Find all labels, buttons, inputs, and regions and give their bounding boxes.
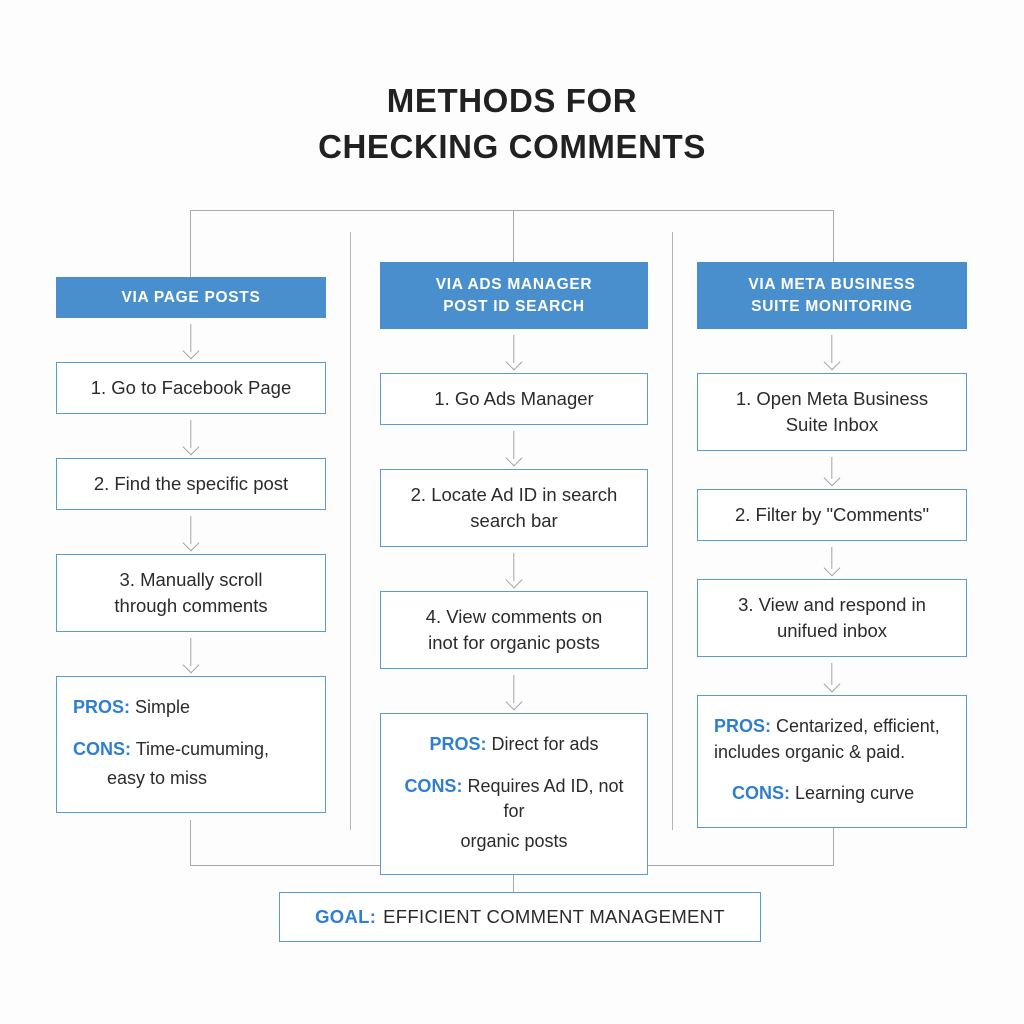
cons-text-line-2: easy to miss xyxy=(107,768,208,789)
step-text: 2. Find the specific post xyxy=(93,472,289,494)
arrow-down-icon xyxy=(380,425,648,469)
top-connector-horizontal xyxy=(190,210,834,211)
method-column-page-posts: VIA PAGE POSTS 1. Go to Facebook Page 2.… xyxy=(56,260,326,813)
cons-label: CONS: xyxy=(732,783,790,804)
cons-label: CONS: xyxy=(404,775,463,796)
bottom-riser-right xyxy=(833,820,834,865)
column-header-line-1: VIA ADS MANAGER xyxy=(435,275,593,293)
pros-cons-box[interactable]: PROS: Simple CONS: Time-cumuming, easy t… xyxy=(56,676,326,813)
step-text: 1. Go Ads Manager xyxy=(434,387,594,409)
cons-line: CONS: Learning curve xyxy=(714,781,950,807)
pros-text: Simple xyxy=(135,697,191,717)
step-text: 1. Open Meta Business xyxy=(735,387,929,409)
method-column-ads-manager: VIA ADS MANAGER POST ID SEARCH 1. Go Ads… xyxy=(380,262,648,876)
goal-box[interactable]: GOAL: EFFICIENT COMMENT MANAGEMENT xyxy=(279,892,761,942)
bottom-connector-drop-goal xyxy=(513,865,514,892)
step-box[interactable]: 2. Find the specific post xyxy=(56,458,326,510)
pros-line: PROS: Centarized, efficient, xyxy=(714,714,950,740)
cons-text: Time-cumuming, xyxy=(135,738,270,759)
step-text-line-2: search bar xyxy=(470,510,558,531)
step-text: 3. Manually scroll xyxy=(119,568,263,590)
step-text: 1. Go to Facebook Page xyxy=(90,376,292,398)
pros-cons-box[interactable]: PROS: Direct for ads CONS: Requires Ad I… xyxy=(380,713,648,876)
arrow-down-icon xyxy=(56,632,326,676)
pros-label: PROS: xyxy=(429,734,487,754)
pros-text: Centarized, efficient, xyxy=(776,716,940,736)
pros-label: PROS: xyxy=(73,697,131,717)
arrow-down-icon xyxy=(697,329,967,373)
pros-cons-box[interactable]: PROS: Centarized, efficient, includes or… xyxy=(697,695,967,828)
step-box[interactable]: 2. Filter by "Comments" xyxy=(697,489,967,541)
arrow-down-icon xyxy=(56,318,326,362)
step-text: 2. Locate Ad ID in search xyxy=(410,483,618,505)
arrow-down-icon xyxy=(697,451,967,489)
cons-line: CONS: Requires Ad ID, not for xyxy=(397,774,631,825)
column-header-line-2: SUITE MONITORING xyxy=(751,297,913,315)
title-line-2: CHECKING COMMENTS xyxy=(318,127,706,165)
arrow-down-icon xyxy=(56,510,326,554)
goal-label: GOAL: xyxy=(315,906,377,927)
title-line-1: METHODS FOR xyxy=(386,82,638,119)
bottom-riser-left xyxy=(190,820,191,865)
cons-line-2: easy to miss xyxy=(73,766,309,792)
top-connector-drop-right xyxy=(833,210,834,262)
page-title: METHODS FOR CHECKING COMMENTS xyxy=(0,78,1024,169)
step-text: 4. View comments on xyxy=(425,605,603,627)
step-box[interactable]: 1. Open Meta Business Suite Inbox xyxy=(697,373,967,451)
column-header-line-1: VIA META BUSINESS xyxy=(748,275,916,293)
pros-line: PROS: Simple xyxy=(73,695,309,721)
pros-text: Direct for ads xyxy=(491,734,599,754)
column-header-meta-business-suite[interactable]: VIA META BUSINESS SUITE MONITORING xyxy=(697,262,967,329)
step-text: 2. Filter by "Comments" xyxy=(734,503,930,525)
cons-text: Learning curve xyxy=(795,783,915,804)
arrow-down-icon xyxy=(56,414,326,458)
cons-label: CONS: xyxy=(73,738,131,759)
step-text: 3. View and respond in xyxy=(738,593,926,615)
goal-text: EFFICIENT COMMENT MANAGEMENT xyxy=(383,906,725,927)
step-box[interactable]: 3. View and respond in unifued inbox xyxy=(697,579,967,657)
column-header-ads-manager[interactable]: VIA ADS MANAGER POST ID SEARCH xyxy=(380,262,648,329)
cons-line-2: organic posts xyxy=(397,829,631,855)
arrow-down-icon xyxy=(697,657,967,695)
arrow-down-icon xyxy=(380,547,648,591)
column-divider-1 xyxy=(350,232,351,830)
step-box[interactable]: 1. Go Ads Manager xyxy=(380,373,648,425)
arrow-down-icon xyxy=(697,541,967,579)
arrow-down-icon xyxy=(380,669,648,713)
step-text-line-2: unifued inbox xyxy=(776,620,888,641)
pros-line: PROS: Direct for ads xyxy=(397,732,631,758)
column-divider-2 xyxy=(672,232,673,830)
step-text-line-2: inot for organic posts xyxy=(428,632,600,653)
cons-text: Requires Ad ID, not for xyxy=(467,775,624,822)
step-box[interactable]: 3. Manually scroll through comments xyxy=(56,554,326,632)
step-box[interactable]: 1. Go to Facebook Page xyxy=(56,362,326,414)
top-connector-drop-center xyxy=(513,210,514,262)
cons-text-line-2: organic posts xyxy=(460,830,568,851)
step-box[interactable]: 2. Locate Ad ID in search search bar xyxy=(380,469,648,547)
pros-label: PROS: xyxy=(714,716,772,736)
step-text-line-2: through comments xyxy=(114,595,268,616)
pros-text-line-2: includes organic & paid. xyxy=(714,741,906,762)
column-header-page-posts[interactable]: VIA PAGE POSTS xyxy=(56,277,326,318)
method-column-meta-business-suite: VIA META BUSINESS SUITE MONITORING 1. Op… xyxy=(697,262,967,828)
cons-line: CONS: Time-cumuming, xyxy=(73,737,309,763)
step-text-line-2: Suite Inbox xyxy=(785,414,879,435)
column-header-line-2: POST ID SEARCH xyxy=(443,297,585,315)
arrow-down-icon xyxy=(380,329,648,373)
pros-line-2: includes organic & paid. xyxy=(714,740,950,766)
top-connector-drop-left xyxy=(190,210,191,277)
step-box[interactable]: 4. View comments on inot for organic pos… xyxy=(380,591,648,669)
